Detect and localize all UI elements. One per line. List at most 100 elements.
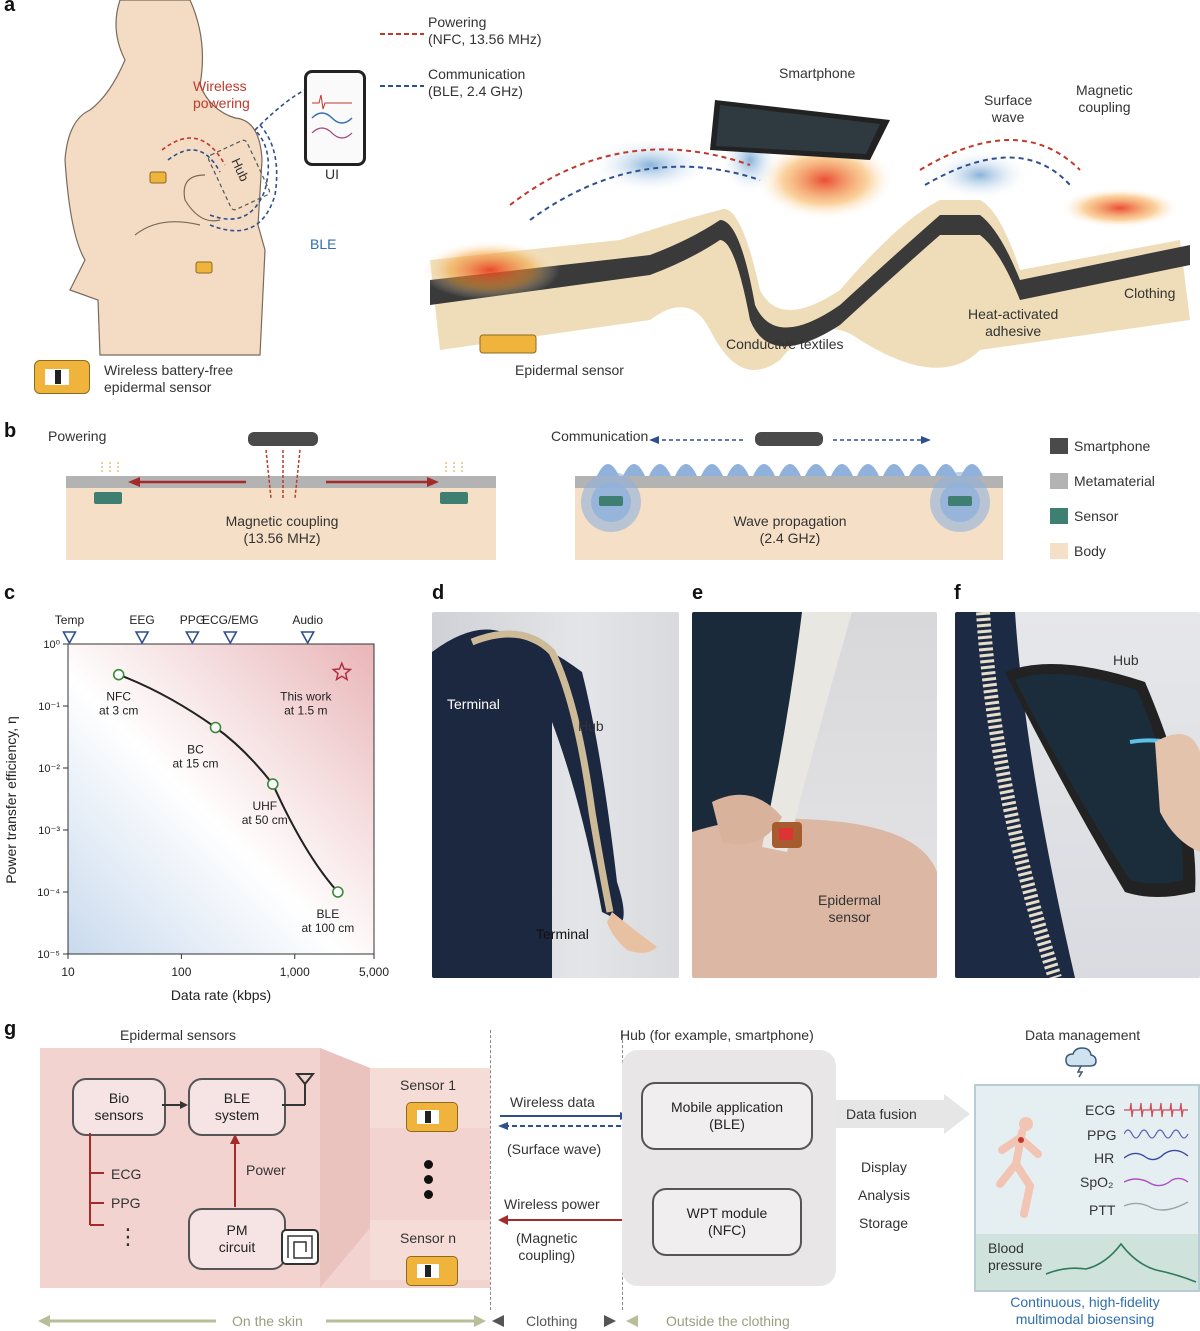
- star-label: This work: [280, 689, 332, 703]
- legend-swatch-metamaterial: [1050, 473, 1068, 489]
- point-label-distance: at 50 cm: [242, 813, 288, 827]
- sensor-n-icon: [406, 1256, 458, 1286]
- point-label-distance: at 15 cm: [172, 757, 218, 771]
- plot-area: [67, 643, 375, 955]
- data-fusion-arrow: [836, 1094, 970, 1134]
- legend-swatch-smartphone: [1050, 438, 1068, 454]
- g-sensor-1: Sensor 1: [400, 1077, 457, 1093]
- marker-label: ECG/EMG: [202, 613, 259, 627]
- b-wave-propagation: Wave propagation(2.4 GHz): [733, 513, 847, 546]
- d-hub: Hub: [578, 718, 604, 734]
- g-power: Power: [246, 1162, 286, 1178]
- data-point: [112, 668, 125, 681]
- y-tick-label: 10⁻¹: [38, 701, 60, 713]
- g-ppg: PPG: [111, 1195, 141, 1211]
- y-axis-label: Power transfer efficiency, η: [3, 716, 19, 884]
- g-ecg: ECG: [111, 1166, 142, 1182]
- sensor-icon: [34, 360, 90, 394]
- data-point: [266, 778, 279, 790]
- phone-ui-icon: [304, 70, 366, 166]
- point-label: UHF: [252, 799, 277, 813]
- panel-label-e: e: [692, 582, 704, 604]
- y-tick-label: 10⁰: [43, 639, 60, 651]
- body-silhouette: [64, 0, 306, 356]
- x-tick-label: 1,000: [280, 965, 310, 979]
- ble-label: BLE: [310, 236, 337, 252]
- legend-body: Body: [1074, 543, 1106, 559]
- d-terminal-top: Terminal: [447, 696, 500, 712]
- f-hub: Hub: [1113, 652, 1139, 668]
- g-analysis: Analysis: [858, 1187, 911, 1203]
- data-point: [209, 721, 222, 734]
- panel-label-f: f: [954, 582, 961, 604]
- data-point: [332, 886, 344, 898]
- bio-sensors-box: Bio sensors: [72, 1078, 166, 1136]
- trend-curve: [118, 673, 339, 893]
- g-clothing: Clothing: [526, 1313, 578, 1329]
- x-tick-label: 10: [61, 965, 75, 979]
- g-storage: Storage: [859, 1215, 909, 1231]
- g-epidermal-sensors: Epidermal sensors: [120, 1027, 236, 1043]
- signal-spo2: SpO₂: [1080, 1174, 1114, 1190]
- signal-marker: [185, 631, 200, 645]
- g-outside-clothing: Outside the clothing: [666, 1313, 790, 1329]
- signal-hr: HR: [1094, 1150, 1115, 1166]
- g-data-management: Data management: [1025, 1027, 1141, 1043]
- y-tick-label: 10⁻⁴: [37, 887, 60, 899]
- signal-ecg: ECG: [1085, 1102, 1116, 1118]
- b-magnetic-coupling: Magnetic coupling(13.56 MHz): [225, 513, 339, 546]
- sensor-1-icon: [406, 1102, 458, 1132]
- x-tick-label: 5,000: [359, 965, 389, 979]
- wpt-module-box: WPT module(NFC): [652, 1188, 802, 1256]
- legend-lines: [380, 33, 424, 87]
- point-label: BC: [187, 743, 204, 757]
- conductive-textiles-label: Conductive textiles: [726, 336, 844, 352]
- y-tick-label: 10⁻²: [38, 763, 60, 775]
- photo-d-garment: [432, 612, 679, 978]
- g-data-arrows: [498, 1112, 630, 1130]
- g-wireless-data: Wireless data: [510, 1094, 595, 1110]
- g-data-fusion: Data fusion: [846, 1106, 917, 1122]
- photo-e-wrist: [692, 612, 937, 978]
- runner-icon: [996, 1117, 1042, 1218]
- panel-label-g: g: [4, 1018, 17, 1040]
- metamaterial-illustration: [420, 100, 1190, 370]
- x-axis-label: Data rate (kbps): [171, 987, 271, 1003]
- marker-label: Audio: [292, 613, 323, 627]
- legend-swatch-sensor: [1050, 508, 1068, 524]
- panel-label-c: c: [4, 582, 16, 604]
- g-bottom-arrows: [38, 1315, 638, 1327]
- g-hub-title: Hub (for example, smartphone): [620, 1027, 814, 1043]
- signal-marker: [62, 631, 77, 645]
- clothing-label: Clothing: [1124, 285, 1176, 301]
- signal-marker: [300, 631, 316, 645]
- b-communication-label: Communication: [551, 428, 649, 444]
- b-communication-diagram: [575, 432, 1003, 560]
- signal-ppg: PPG: [1087, 1127, 1117, 1143]
- signal-waveforms: [1124, 1102, 1189, 1211]
- y-tick-label: 10⁻⁵: [37, 949, 60, 961]
- data-management-panel: [974, 1084, 1200, 1292]
- signal-marker: [134, 631, 150, 645]
- ble-system-box: BLE system: [188, 1078, 286, 1136]
- marker-label: EEG: [129, 613, 154, 627]
- legend-smartphone: Smartphone: [1074, 438, 1151, 454]
- g-sensor-n: Sensor n: [400, 1230, 457, 1246]
- marker-label: PPG: [180, 613, 205, 627]
- panel-label-b: b: [4, 420, 17, 442]
- g-sensor-wiring: [89, 1073, 319, 1265]
- g-more-dots: ⋮: [117, 1224, 139, 1249]
- ui-label: UI: [325, 166, 339, 182]
- y-tick-label: 10⁻³: [38, 825, 60, 837]
- clothing-divider-left: [490, 1030, 491, 1310]
- marker-label: Temp: [55, 613, 85, 627]
- point-label-distance: at 3 cm: [99, 704, 138, 718]
- b-powering-diagram: [66, 432, 496, 560]
